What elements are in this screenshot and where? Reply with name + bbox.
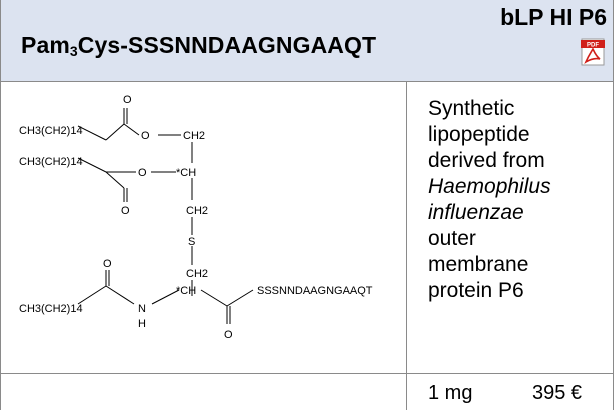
svg-text:CH2: CH2 [186, 205, 208, 217]
svg-text:O: O [224, 329, 233, 341]
svg-text:O: O [123, 94, 132, 106]
svg-text:N: N [138, 303, 146, 315]
svg-text:PDF: PDF [587, 43, 599, 49]
product-header: Pam3Cys-SSSNNDAAGNGAAQT bLP HI P6 PDF [1, 0, 613, 82]
svg-text:*CH: *CH [176, 285, 196, 297]
svg-text:CH2: CH2 [186, 268, 208, 280]
product-title: Pam3Cys-SSSNNDAAGNGAAQT [21, 32, 377, 59]
svg-text:O: O [141, 130, 150, 142]
order-price: 395 € [532, 382, 583, 404]
alkyl-chain-bot: CH3(CH2)14 [19, 303, 83, 315]
svg-text:S: S [188, 236, 195, 248]
svg-text:H: H [138, 318, 146, 330]
svg-text:O: O [138, 167, 147, 179]
peptide-sequence: SSSNNDAAGNGAAQT [257, 285, 373, 297]
row-divider [1, 373, 613, 374]
order-quantity: 1 mg [428, 382, 473, 404]
alkyl-chain-mid: CH3(CH2)14 [19, 156, 83, 168]
svg-text:O: O [121, 205, 130, 217]
svg-text:O: O [103, 258, 112, 270]
alkyl-chain-top: CH3(CH2)14 [19, 125, 83, 137]
product-description: Synthetic lipopeptide derived from Haemo… [428, 97, 551, 302]
chemical-structure: O CH3(CH2)14 O CH2 CH3(CH2)14 O *CH O CH… [19, 94, 373, 341]
product-code: bLP HI P6 [500, 4, 607, 30]
column-divider [406, 82, 407, 410]
pdf-icon[interactable]: PDF [581, 38, 605, 66]
svg-text:*CH: *CH [176, 167, 196, 179]
svg-text:CH2: CH2 [183, 130, 205, 142]
